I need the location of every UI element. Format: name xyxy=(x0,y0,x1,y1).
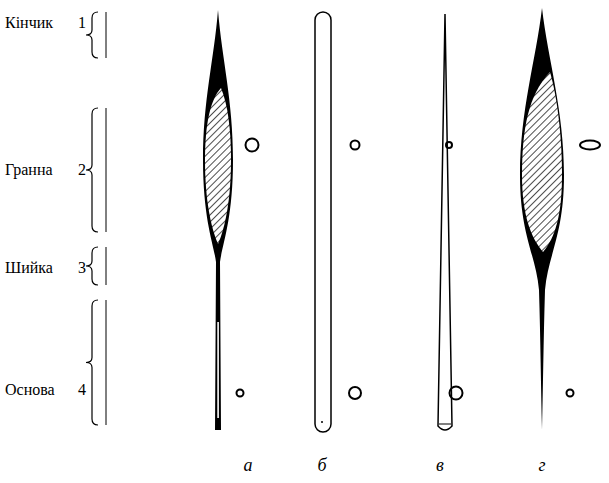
callout-number: 4 xyxy=(78,382,86,398)
section-c-upper xyxy=(446,142,452,148)
needle-a xyxy=(203,10,233,430)
section-b-lower xyxy=(349,387,361,399)
part-name: Кінчик xyxy=(5,15,53,31)
range-line xyxy=(106,108,107,232)
callout-number: 3 xyxy=(78,260,86,276)
section-a-upper xyxy=(246,139,259,152)
needle-a-stripe xyxy=(217,322,219,418)
section-c-lower xyxy=(450,387,463,400)
part-name: Гранна xyxy=(5,162,53,178)
curly-bracket xyxy=(86,300,98,425)
part-name: Шийка xyxy=(5,260,53,276)
needle-b-dot xyxy=(321,421,323,423)
range-line xyxy=(106,247,107,285)
curly-bracket xyxy=(86,12,98,58)
needle-a-face xyxy=(205,88,231,244)
section-d-lower xyxy=(567,390,574,397)
curly-bracket xyxy=(86,247,98,285)
section-b-upper xyxy=(351,141,360,150)
bracket-group xyxy=(86,12,106,425)
needle-d-face xyxy=(522,72,562,252)
needle-c xyxy=(438,14,452,430)
needle-d xyxy=(520,8,564,430)
part-name: Основа xyxy=(5,382,55,398)
range-line xyxy=(106,300,107,425)
needle-b xyxy=(315,12,331,432)
callout-number: 1 xyxy=(78,15,86,31)
figure-letter: г xyxy=(538,456,545,474)
curly-bracket xyxy=(86,108,98,232)
section-a-lower xyxy=(237,390,244,397)
figure-letter: а xyxy=(244,456,253,474)
figure-letter: б xyxy=(317,456,326,474)
section-d-upper xyxy=(580,141,600,150)
figure-letter: в xyxy=(436,456,444,474)
range-line xyxy=(106,12,107,58)
needle-c-base xyxy=(439,424,451,425)
callout-number: 2 xyxy=(78,162,86,178)
